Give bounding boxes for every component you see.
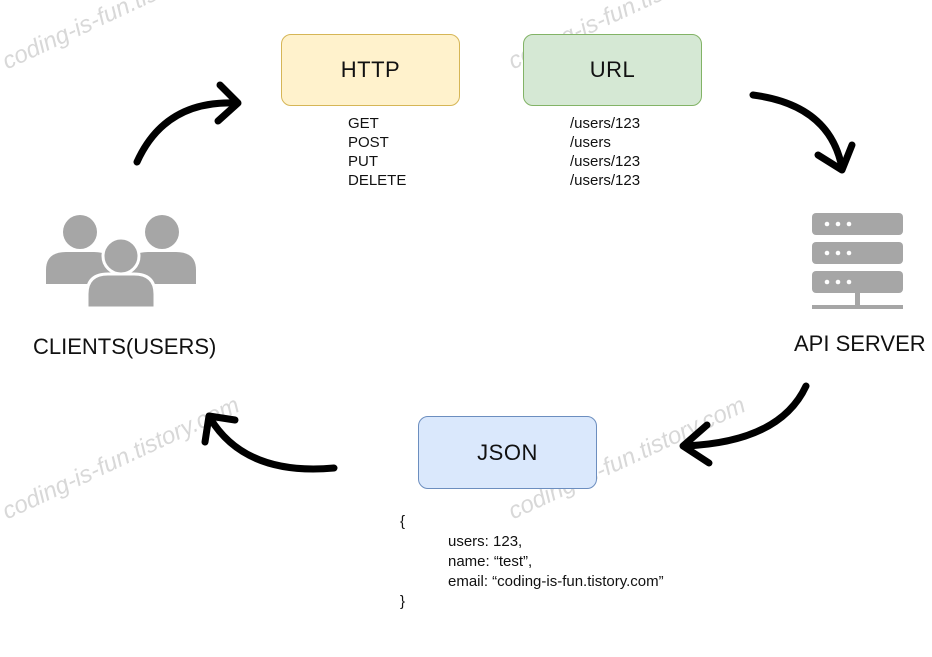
api-server-label: API SERVER [794,331,926,356]
url-box-title: URL [589,57,636,82]
url-box: URL [523,34,702,106]
http-box-title: HTTP [340,57,401,82]
http-methods-list: GET POST PUT DELETE [348,114,406,190]
http-box: HTTP [281,34,460,106]
url-path-item: /users/123 [570,172,641,189]
http-method-item: POST [348,134,389,151]
http-method-item: DELETE [348,172,407,189]
url-path-item: /users/123 [570,115,641,132]
json-line: users: 123, [448,533,523,550]
http-method-item: GET [348,115,379,132]
json-close-brace: } [400,593,406,610]
arrow-url-to-server [749,91,856,174]
url-paths-list: /users/123 /users /users/123 /users/123 [570,114,640,190]
arrow-json-to-clients [201,412,338,473]
arrow-server-to-json [679,382,810,467]
json-line: name: “test”, [448,553,533,570]
json-box: JSON [418,416,597,489]
url-path-item: /users/123 [570,153,641,170]
arrow-clients-to-http [133,81,242,166]
json-box-title: JSON [477,439,538,465]
users-group-icon [46,215,196,310]
http-method-item: PUT [348,153,378,170]
json-line: email: “coding-is-fun.tistory.com” [448,573,664,590]
json-open-brace: { [400,513,406,530]
clients-label: CLIENTS(USERS) [33,334,217,359]
json-example: { users: 123, name: “test”, email: “codi… [400,512,664,612]
url-path-item: /users [570,134,611,151]
server-icon [812,213,903,309]
